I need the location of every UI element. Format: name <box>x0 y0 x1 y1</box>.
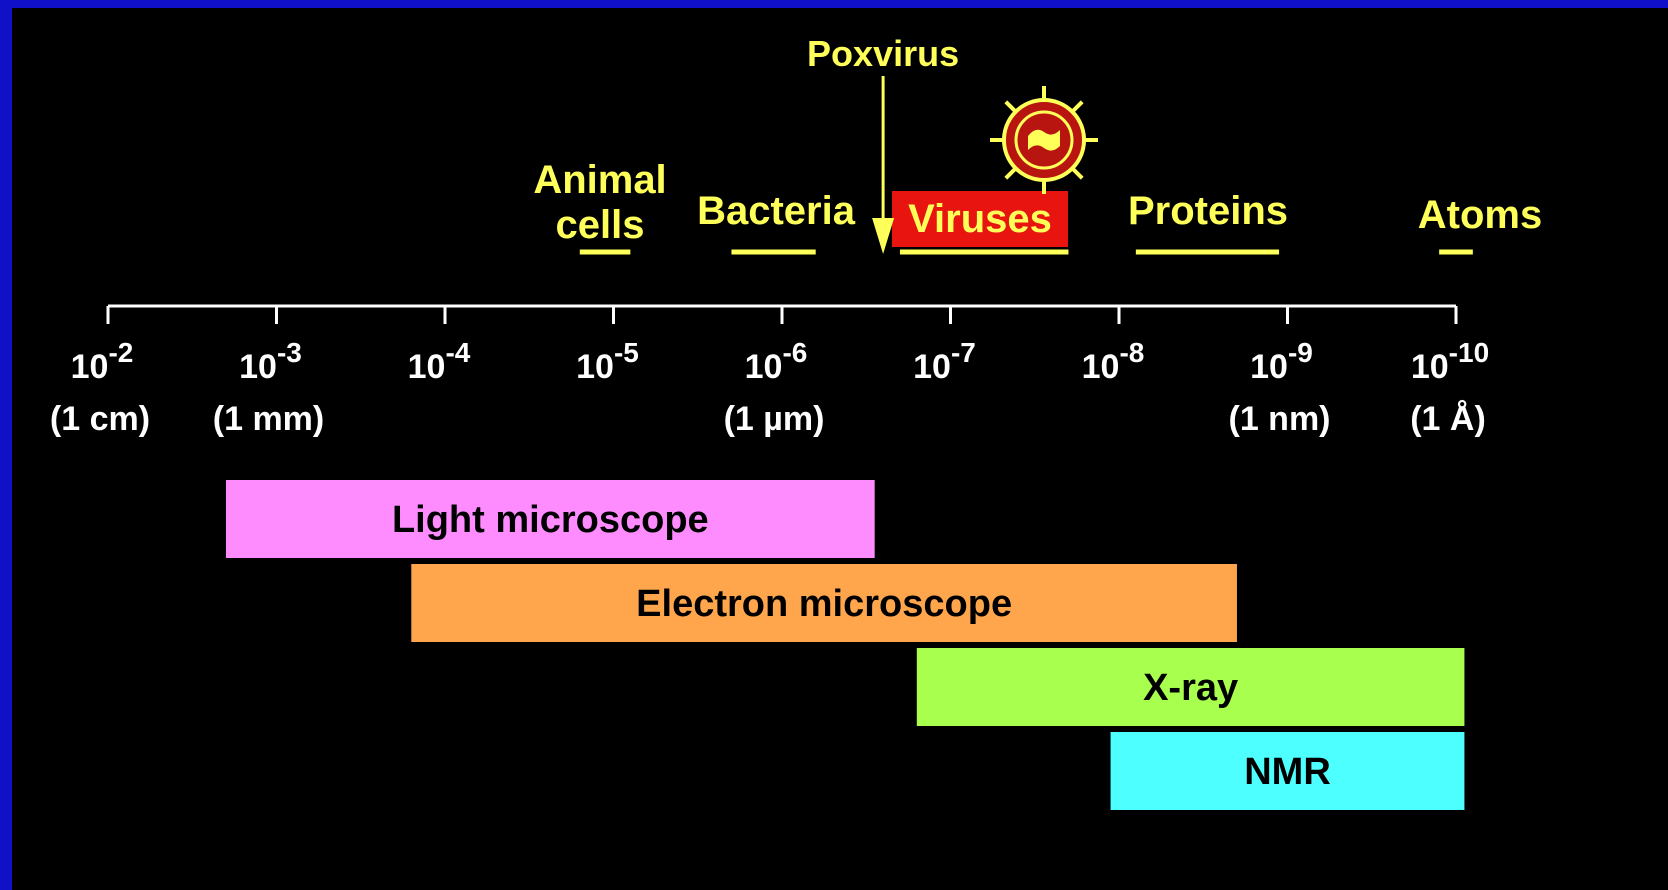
technique-label: X-ray <box>1143 667 1238 709</box>
animal-cells-label: cells <box>556 203 645 247</box>
scale-tick-label: 10-4 <box>408 337 471 386</box>
virus-particle-icon <box>990 86 1098 194</box>
technique-label: Light microscope <box>392 499 709 541</box>
scale-tick-base: 10 <box>71 348 109 386</box>
scale-tick-label: 10-2 <box>71 337 134 386</box>
scale-tick-exponent: -5 <box>614 337 639 368</box>
scale-tick-base: 10 <box>576 348 614 386</box>
atoms-label: Atoms <box>1418 193 1542 237</box>
scale-tick-base: 10 <box>239 348 277 386</box>
scale-unit-label: (1 Å) <box>1410 400 1486 438</box>
scale-tick-base: 10 <box>745 348 783 386</box>
scale-tick-exponent: -4 <box>445 337 470 368</box>
technique-label: Electron microscope <box>636 583 1012 625</box>
scale-tick-label: 10-7 <box>913 337 976 386</box>
bacteria-label: Bacteria <box>697 189 856 233</box>
scale-tick-exponent: -9 <box>1288 337 1313 368</box>
scale-unit-label: (1 cm) <box>50 400 150 438</box>
scale-tick-label: 10-10 <box>1411 337 1489 386</box>
scale-tick-label: 10-5 <box>576 337 639 386</box>
technique-label: NMR <box>1244 751 1331 793</box>
viruses-label: Viruses <box>908 197 1052 241</box>
scale-unit-label: (1 mm) <box>213 400 324 438</box>
scale-tick-exponent: -10 <box>1449 337 1489 368</box>
scale-tick-base: 10 <box>1250 348 1288 386</box>
scale-tick-label: 10-3 <box>239 337 302 386</box>
scale-tick-base: 10 <box>1411 348 1449 386</box>
down-arrow-icon <box>872 218 894 254</box>
proteins-label: Proteins <box>1128 189 1288 233</box>
scale-tick-exponent: -7 <box>951 337 976 368</box>
scale-tick-base: 10 <box>1082 348 1120 386</box>
scale-unit-label: (1 µm) <box>724 400 825 438</box>
scale-tick-exponent: -6 <box>782 337 807 368</box>
scale-tick-base: 10 <box>408 348 446 386</box>
animal-cells-label: Animal <box>533 158 666 202</box>
poxvirus-label: Poxvirus <box>807 33 959 74</box>
scale-tick-exponent: -2 <box>108 337 133 368</box>
scale-unit-label: (1 nm) <box>1229 400 1331 438</box>
scale-tick-exponent: -3 <box>277 337 302 368</box>
scale-tick-exponent: -8 <box>1119 337 1144 368</box>
scale-tick-label: 10-6 <box>745 337 808 386</box>
scale-tick-base: 10 <box>913 348 951 386</box>
scale-tick-label: 10-9 <box>1250 337 1313 386</box>
scale-tick-label: 10-8 <box>1082 337 1145 386</box>
